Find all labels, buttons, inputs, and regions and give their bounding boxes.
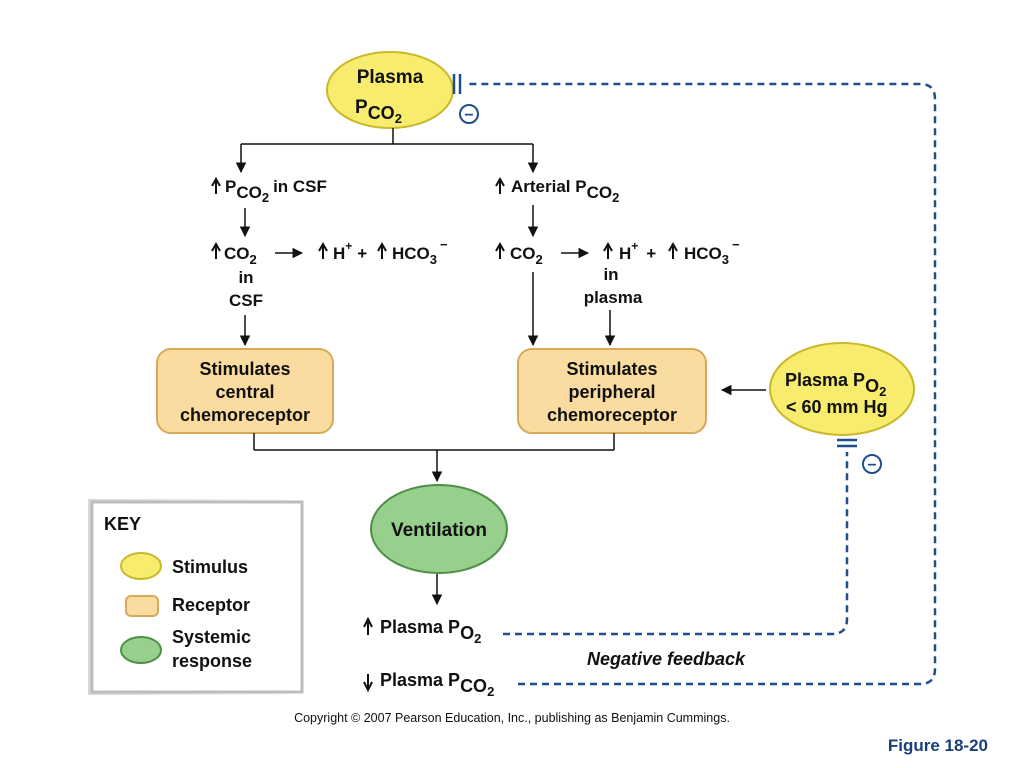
plasma-po2-increase: Plasma PO2 xyxy=(363,616,481,646)
plasma-po2-stimulus: Plasma PO2 < 60 mm Hg xyxy=(769,342,915,436)
svg-text:Stimulus: Stimulus xyxy=(172,557,248,577)
svg-text:Ventilation: Ventilation xyxy=(391,520,487,541)
svg-text:Plasma PCO2: Plasma PCO2 xyxy=(380,670,494,699)
svg-text:H++: H++ xyxy=(619,239,656,263)
central-chemoreceptor-box: Stimulates central chemoreceptor xyxy=(156,348,334,434)
up-arrow-icon xyxy=(211,241,221,259)
svg-text:PCO2in CSF: PCO2in CSF xyxy=(225,177,327,205)
inhibition-bars xyxy=(452,74,857,448)
svg-text:peripheral: peripheral xyxy=(568,382,655,402)
svg-text:response: response xyxy=(172,651,252,671)
feedback-loop-pco2 xyxy=(466,82,937,686)
key-title: KEY xyxy=(104,514,141,534)
svg-text:central: central xyxy=(215,382,274,402)
svg-text:chemoreceptor: chemoreceptor xyxy=(547,405,677,425)
plasma-pco2-stimulus: Plasma PCO2 xyxy=(326,51,454,129)
svg-text:in: in xyxy=(603,265,618,284)
key-stimulus-swatch xyxy=(120,552,162,580)
svg-text:Receptor: Receptor xyxy=(172,595,250,615)
svg-text:CO2: CO2 xyxy=(224,244,257,267)
up-arrow-icon xyxy=(211,176,221,194)
plasma-reaction: CO2 H++ HCO3− in plasma xyxy=(495,237,740,307)
key-legend: KEY Stimulus Receptor Systemic response xyxy=(88,499,306,695)
svg-text:< 60 mm Hg: < 60 mm Hg xyxy=(786,397,888,417)
up-arrow-icon xyxy=(495,176,505,194)
feedback-loop-po2 xyxy=(503,452,849,636)
receptor-merge-connector xyxy=(253,433,615,483)
inhibit-symbol-icon: − xyxy=(862,454,882,474)
top-branch-connector xyxy=(235,128,539,174)
svg-text:Stimulates: Stimulates xyxy=(199,359,290,379)
up-arrow-icon xyxy=(495,241,505,259)
down-arrow-icon xyxy=(363,674,373,693)
figure-label: Figure 18-20 xyxy=(887,736,988,755)
negative-feedback-loops xyxy=(466,82,937,686)
svg-text:Plasma PO2: Plasma PO2 xyxy=(785,370,886,399)
svg-text:Arterial PCO2: Arterial PCO2 xyxy=(511,177,619,205)
up-arrow-icon xyxy=(668,241,678,259)
inhibit-symbol-icon: − xyxy=(459,104,479,124)
ventilation-response: Ventilation xyxy=(370,484,508,574)
arterial-pco2-node: Arterial PCO2 xyxy=(495,176,619,205)
pco2-in-csf-node: PCO2in CSF xyxy=(211,176,327,205)
up-arrow-icon xyxy=(377,241,387,259)
svg-text:Systemic: Systemic xyxy=(172,627,251,647)
plasma-pco2-decrease: Plasma PCO2 xyxy=(363,670,494,699)
svg-text:chemoreceptor: chemoreceptor xyxy=(180,405,310,425)
up-arrow-icon xyxy=(318,241,328,259)
svg-text:plasma: plasma xyxy=(584,288,643,307)
svg-text:HCO3−: HCO3− xyxy=(392,237,448,267)
up-arrow-icon xyxy=(363,616,373,635)
csf-reaction: CO2 H++ HCO3− in CSF xyxy=(211,237,448,310)
svg-text:CSF: CSF xyxy=(229,291,263,310)
svg-text:PCO2: PCO2 xyxy=(355,97,402,126)
svg-text:HCO3−: HCO3− xyxy=(684,237,740,267)
svg-text:−: − xyxy=(867,457,876,474)
svg-text:Stimulates: Stimulates xyxy=(566,359,657,379)
svg-text:in: in xyxy=(238,268,253,287)
svg-text:H++: H++ xyxy=(333,239,367,263)
svg-text:Plasma PO2: Plasma PO2 xyxy=(380,617,481,646)
key-response-swatch xyxy=(120,636,162,664)
copyright-notice: Copyright © 2007 Pearson Education, Inc.… xyxy=(294,711,730,725)
svg-text:CO2: CO2 xyxy=(510,244,543,267)
stimulus-label: Plasma xyxy=(357,67,424,88)
negative-feedback-label: Negative feedback xyxy=(587,649,746,669)
peripheral-chemoreceptor-box: Stimulates peripheral chemoreceptor xyxy=(517,348,707,434)
svg-text:−: − xyxy=(464,107,473,124)
up-arrow-icon xyxy=(603,241,613,259)
key-receptor-swatch xyxy=(125,595,159,617)
